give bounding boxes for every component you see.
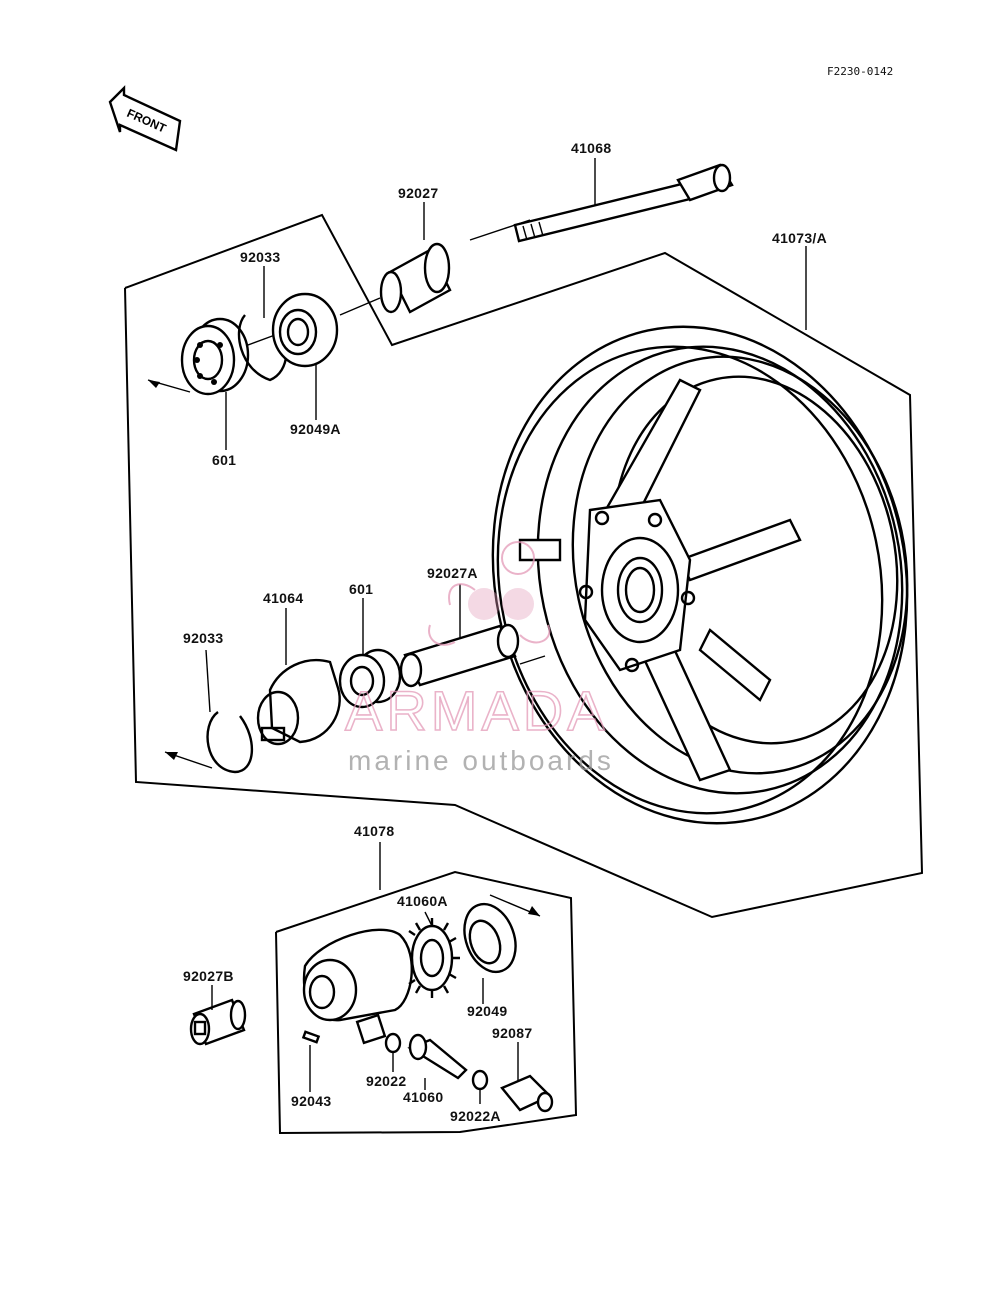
label-92027: 92027	[398, 185, 438, 201]
front-arrow-icon: FRONT	[108, 85, 182, 152]
label-92033-top: 92033	[240, 249, 280, 265]
pinion-41060	[407, 1033, 468, 1090]
drawing-code: F2230-0142	[827, 65, 893, 78]
label-92087: 92087	[492, 1025, 532, 1041]
collar-92027B	[189, 985, 247, 1046]
collar-92027A	[399, 623, 520, 688]
armada-logo-icon	[428, 541, 551, 646]
label-92022: 92022	[366, 1073, 406, 1089]
oil-seal-92049A	[271, 292, 339, 368]
watermark: ARMADA marine outboards	[344, 541, 614, 776]
label-41060A: 41060A	[397, 893, 448, 909]
label-41060: 41060	[403, 1089, 443, 1105]
meter-drive-41064	[256, 658, 341, 746]
circlip-92033-mid	[164, 711, 253, 774]
label-92049: 92049	[467, 1003, 507, 1019]
label-92033-mid: 92033	[183, 630, 223, 646]
washer-92022A	[471, 1069, 489, 1104]
label-41073A: 41073/A	[772, 230, 827, 246]
part-labels: 41068 92027 92033 41073/A 601 92049A 920…	[183, 140, 827, 1124]
bushing-92087	[500, 1042, 554, 1113]
oil-seal-92049	[463, 894, 541, 1004]
label-92027B: 92027B	[183, 968, 234, 984]
label-41064: 41064	[263, 590, 303, 606]
label-92027A: 92027A	[427, 565, 478, 581]
wheel-41073A	[491, 325, 909, 825]
bearing-601-mid	[338, 648, 402, 709]
pin-92043	[301, 1030, 321, 1092]
main-assembly-outline	[124, 213, 924, 919]
gear-housing-41078	[302, 928, 413, 1045]
label-92043: 92043	[291, 1093, 331, 1109]
washer-92022	[384, 1032, 402, 1072]
gear-41060A	[408, 911, 460, 998]
label-92022A: 92022A	[450, 1108, 501, 1124]
label-41078: 41078	[354, 823, 394, 839]
watermark-tagline: marine outboards	[348, 745, 614, 776]
label-601-top: 601	[212, 452, 236, 468]
bearing-601-top	[147, 317, 250, 396]
watermark-brand: ARMADA	[345, 679, 609, 742]
meter-gear-box-outline	[275, 870, 578, 1135]
label-92049A: 92049A	[290, 421, 341, 437]
collar-92027	[379, 242, 452, 314]
label-601-mid: 601	[349, 581, 373, 597]
axle-41068	[513, 163, 734, 243]
label-41068: 41068	[571, 140, 611, 156]
